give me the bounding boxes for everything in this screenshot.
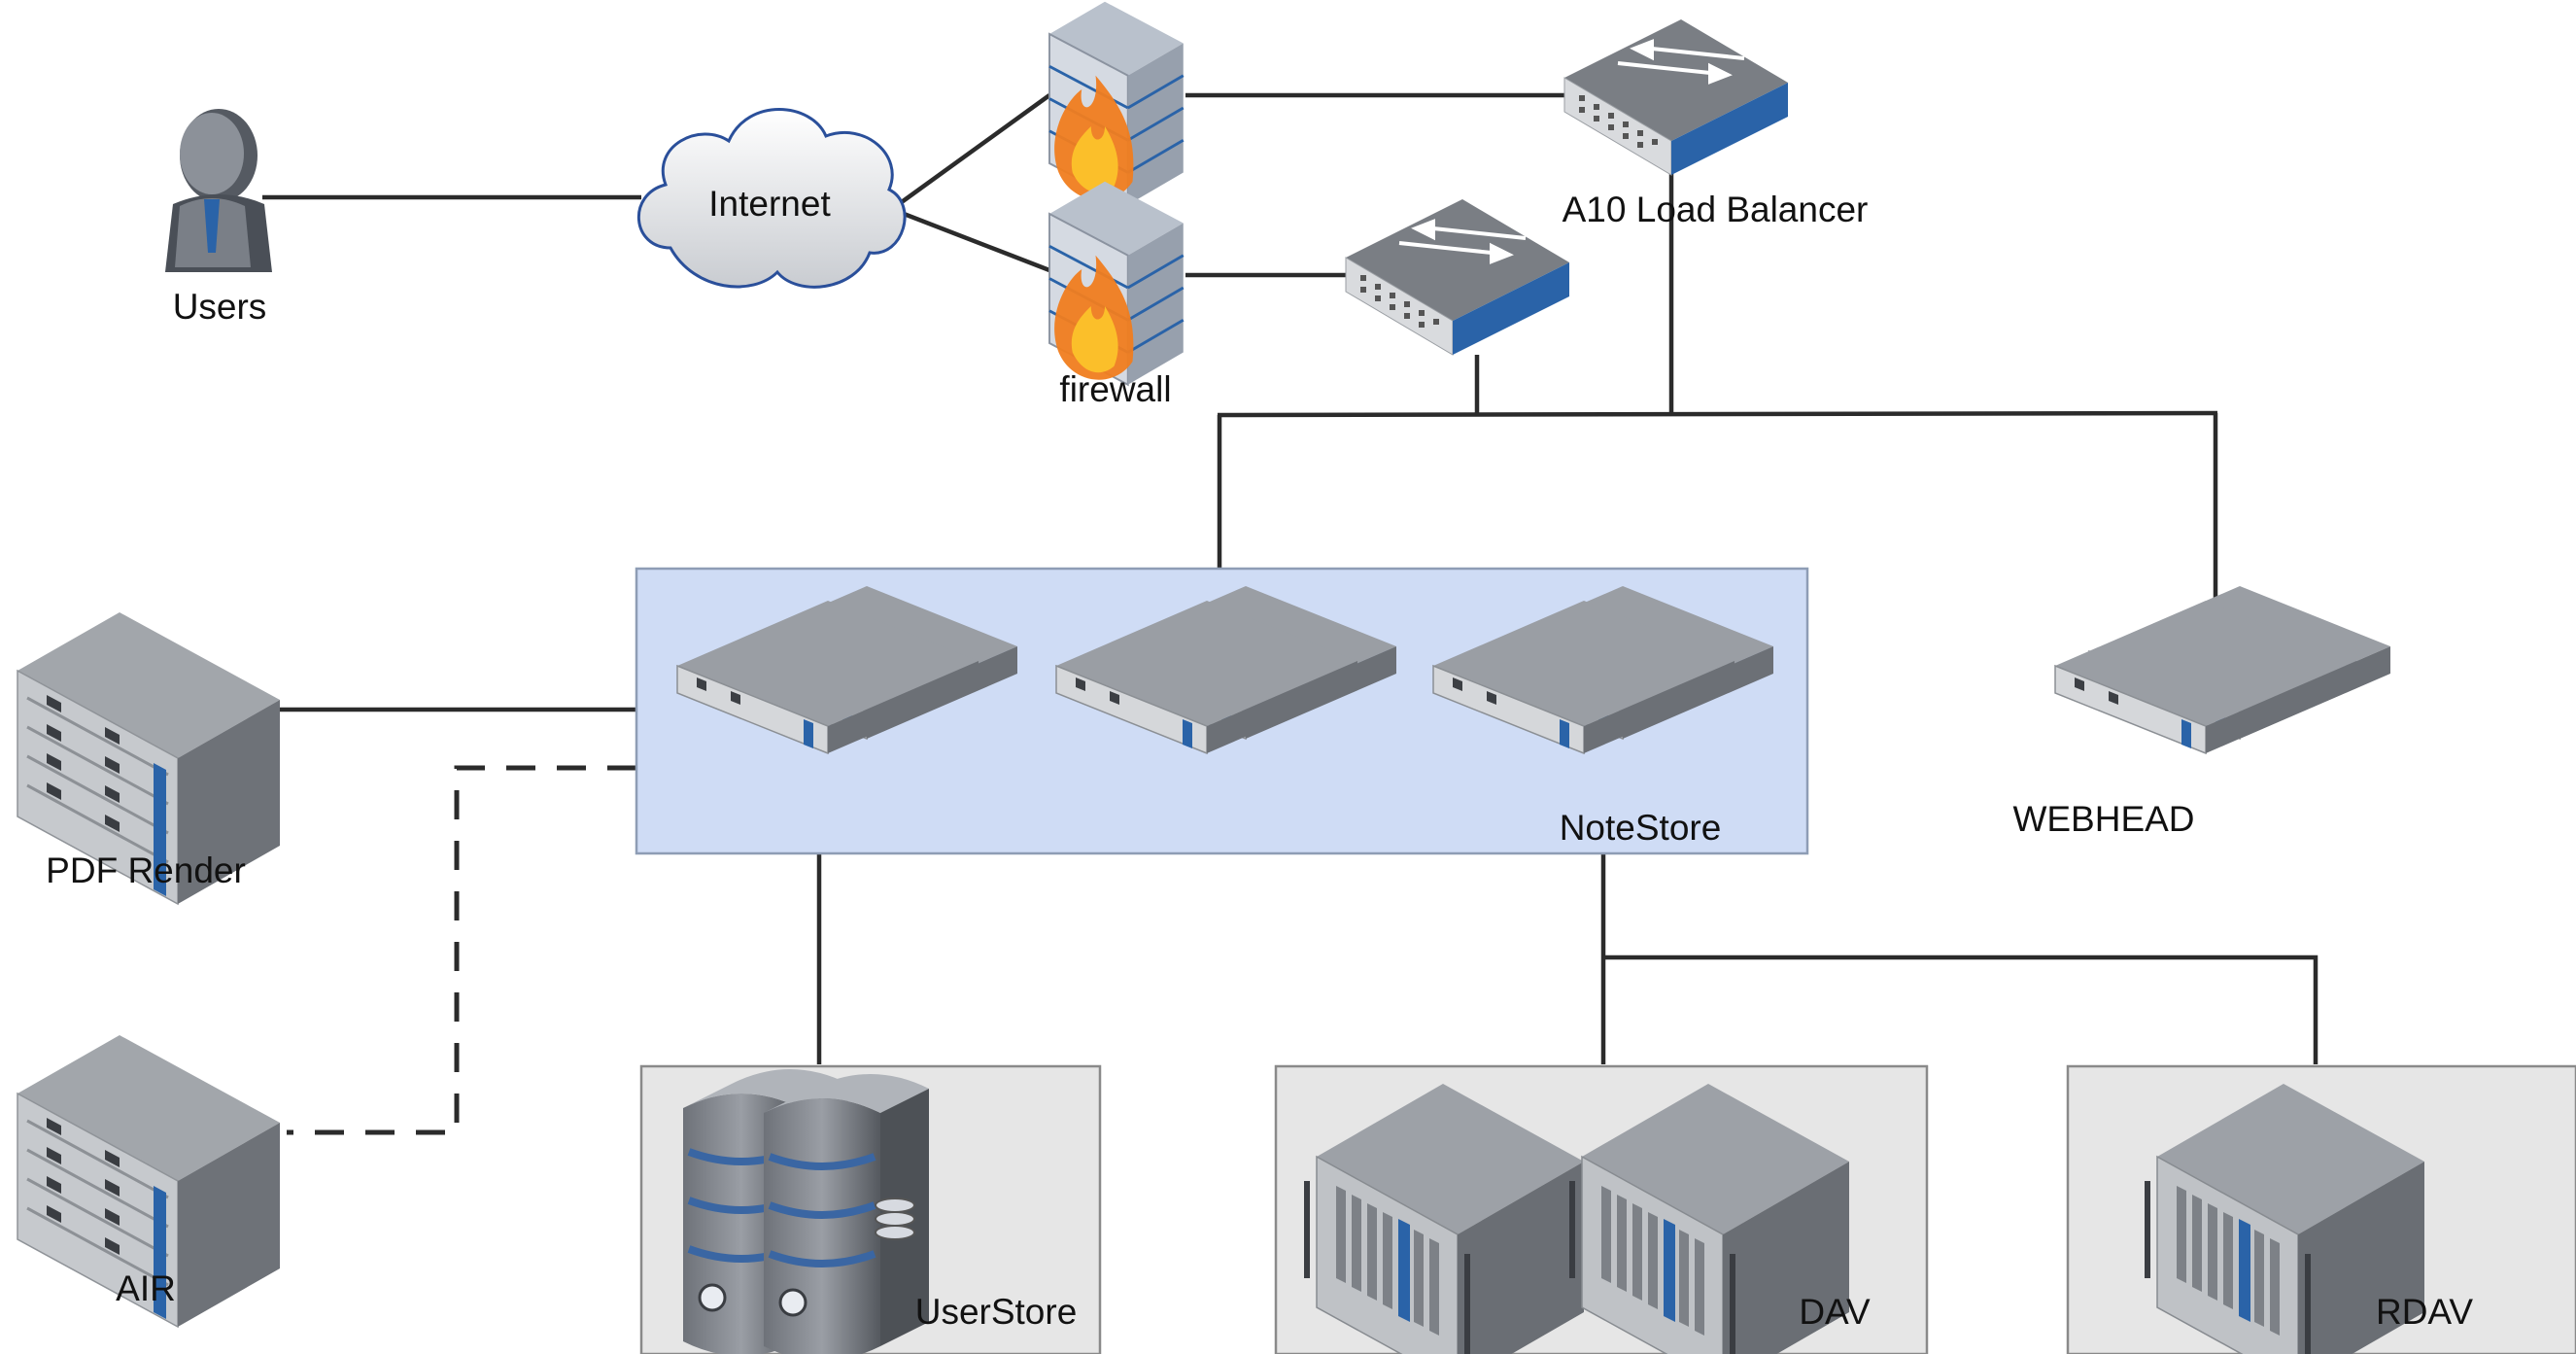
notestore-servers: [676, 585, 1774, 754]
internet-label: Internet: [708, 184, 831, 224]
dav-label: DAV: [1799, 1292, 1871, 1332]
rdav-label: RDAV: [2376, 1292, 2473, 1332]
notestore-label: NoteStore: [1560, 808, 1722, 848]
link-notestore-rdav: [1603, 955, 2318, 1064]
firewall-label: firewall: [1059, 369, 1171, 409]
load-balancer-label: A10 Load Balancer: [1563, 190, 1869, 229]
cloud-icon: [637, 108, 907, 289]
pdf-render-label: PDF Render: [46, 851, 246, 890]
userstore-label: UserStore: [915, 1292, 1078, 1332]
network-switch-icon: [1344, 197, 1571, 357]
database-icon: [764, 1074, 929, 1354]
connection-lines: [262, 92, 2318, 1135]
top-bus-line: [1217, 410, 2218, 418]
network-switch-icon: [1563, 17, 1790, 177]
users-label: Users: [173, 287, 267, 327]
firewall-icon: [1048, 0, 1185, 207]
user-icon: [165, 109, 272, 272]
link-internet-firewall-1: [897, 93, 1051, 206]
webhead-servers: [2054, 585, 2391, 754]
webhead-label: WEBHEAD: [2012, 799, 2194, 839]
air-label: AIR: [116, 1268, 176, 1308]
link-air-notestore-dashed: [287, 765, 636, 1135]
link-internet-firewall-2: [898, 209, 1050, 273]
firewall-icon: [1048, 180, 1185, 387]
